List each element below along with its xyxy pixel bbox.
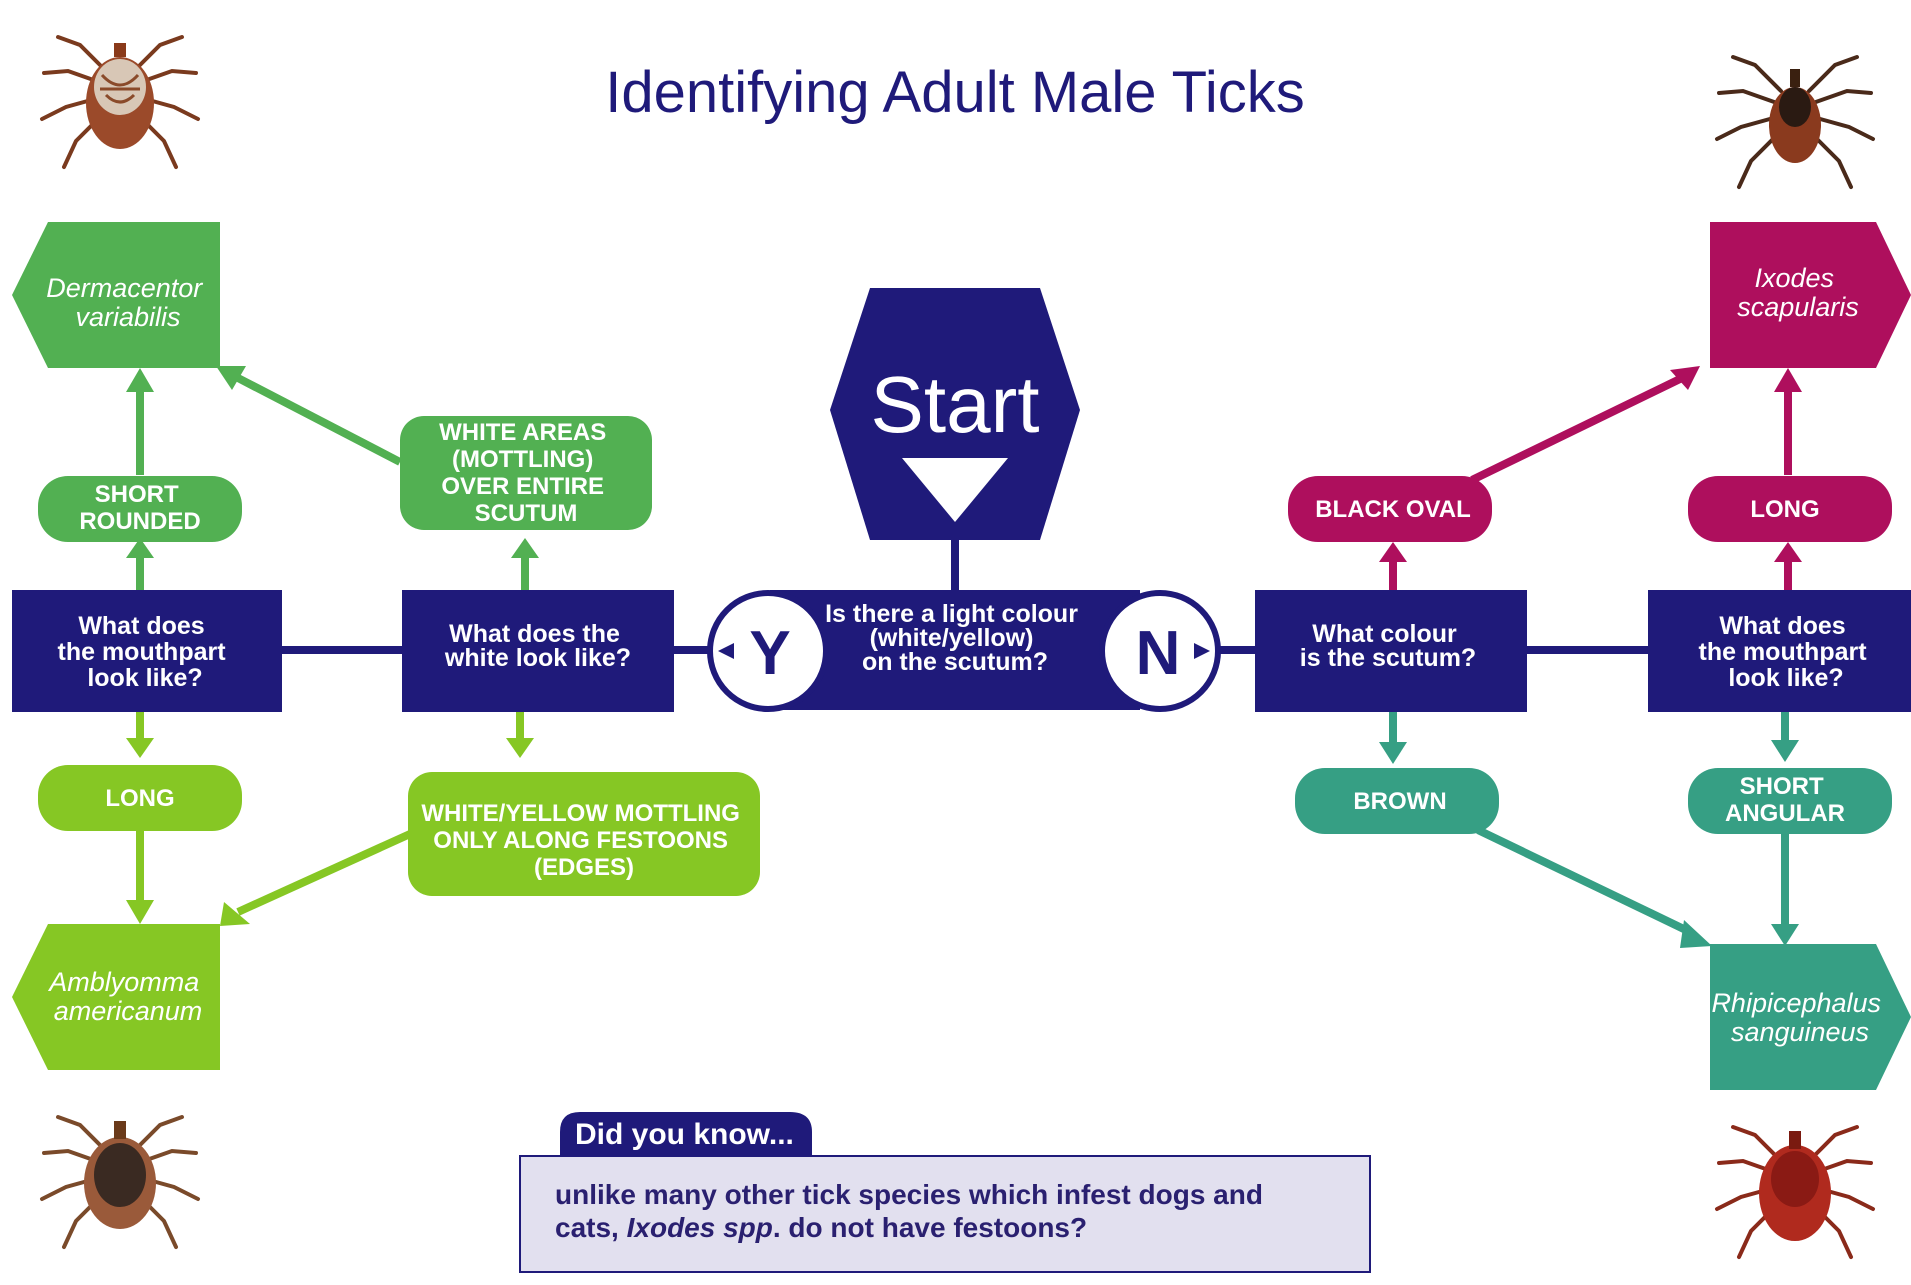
species-amblyomma-americanum[interactable]: Amblyomma americanum [12, 924, 220, 1070]
answer-line: BLACK OVAL [1315, 496, 1471, 523]
short-angular-answer[interactable]: SHORT ANGULAR [1688, 768, 1892, 834]
answer-line: SCUTUM [475, 500, 578, 527]
yellow-mottling-answer[interactable]: WHITE/YELLOW MOTTLING ONLY ALONG FESTOON… [408, 772, 760, 896]
down-triangle-icon [902, 458, 1008, 522]
svg-text:What does the mouthpart: What does the mouthpart look like? [58, 612, 233, 692]
question-line: the mouthpart [1699, 638, 1868, 666]
yes-button[interactable]: Y [707, 590, 829, 712]
answer-line: WHITE AREAS [439, 419, 606, 446]
answer-line: LONG [1750, 496, 1819, 523]
question-line: look like? [1728, 664, 1843, 692]
left-long-answer[interactable]: LONG [38, 765, 242, 831]
start-node[interactable]: Start [830, 288, 1080, 540]
black-oval-answer[interactable]: BLACK OVAL [1288, 476, 1492, 542]
svg-text:SHORT ANGULAR: SHORT ANGULAR [1725, 773, 1845, 827]
did-you-know-label: Did you know... [575, 1118, 794, 1151]
did-you-know-italic: Ixodes spp [627, 1212, 773, 1243]
tick-amblyomma-icon [40, 1115, 200, 1249]
svg-text:Dermacentor variabilis: Dermacentor variabilis [46, 273, 210, 332]
question-line: on the scutum? [862, 648, 1048, 676]
start-label: Start [871, 360, 1040, 449]
svg-text:What does the white look: What does the white look like? [444, 620, 631, 672]
answer-line: ONLY ALONG FESTOONS [433, 827, 728, 854]
arrow-left-icon [718, 643, 734, 659]
no-label: N [1136, 619, 1181, 688]
species-line: sanguineus [1731, 1017, 1869, 1047]
question-line: is the scutum? [1300, 644, 1476, 672]
left-mouthpart-question[interactable]: What does the mouthpart look like? [12, 590, 282, 712]
svg-text:SHORT ROUNDED: SHORT ROUNDED [79, 481, 200, 535]
svg-text:WHITE/YELLOW MOTTLING ON: WHITE/YELLOW MOTTLING ONLY ALONG FESTOON… [421, 800, 746, 881]
tick-ixodes-icon [1715, 55, 1875, 189]
did-you-know-text: . do not have festoons? [773, 1212, 1087, 1243]
svg-text:Rhipicephalus sanguineus: Rhipicephalus sanguineus [1711, 988, 1888, 1047]
brown-answer[interactable]: BROWN [1295, 768, 1499, 834]
svg-text:What does the mouthpart: What does the mouthpart look like? [1699, 612, 1874, 692]
answer-line: SHORT [95, 481, 179, 508]
question-line: What does [78, 612, 204, 640]
right-mouthpart-question[interactable]: What does the mouthpart look like? [1648, 590, 1911, 712]
light-colour-question[interactable]: Is there a light colour (white/yellow) o… [770, 590, 1140, 710]
white-look-question[interactable]: What does the white look like? [402, 590, 674, 712]
right-long-answer[interactable]: LONG [1688, 476, 1892, 542]
question-line: white look like? [444, 644, 631, 672]
did-you-know-text: cats, [555, 1212, 627, 1243]
arrow-right-icon [1194, 643, 1210, 659]
svg-text:unlike many other tick species: unlike many other tick species which inf… [555, 1179, 1271, 1243]
yes-label: Y [749, 619, 790, 688]
did-you-know-text: unlike many other tick species which inf… [555, 1179, 1263, 1210]
no-button[interactable]: N [1099, 590, 1221, 712]
species-line: scapularis [1737, 292, 1859, 322]
did-you-know-panel: Did you know... unlike many other tick s… [519, 1112, 1371, 1273]
arrowheads [126, 366, 1802, 948]
answer-line: BROWN [1353, 788, 1446, 815]
answer-line: (EDGES) [534, 854, 634, 881]
question-line: the mouthpart [58, 638, 227, 666]
answer-line: WHITE/YELLOW MOTTLING [421, 800, 740, 827]
svg-text:What colour is the scutu: What colour is the scutum? [1300, 620, 1476, 672]
connectors [12, 374, 1900, 936]
answer-line: ANGULAR [1725, 800, 1845, 827]
species-line: americanum [54, 996, 203, 1026]
tick-rhipicephalus-icon [1715, 1125, 1875, 1259]
species-line: Rhipicephalus [1711, 988, 1881, 1018]
page-title: Identifying Adult Male Ticks [605, 60, 1305, 125]
species-line: variabilis [75, 302, 180, 332]
answer-line: (MOTTLING) [452, 446, 593, 473]
scutum-colour-question[interactable]: What colour is the scutum? [1255, 590, 1527, 712]
question-line: What colour [1312, 620, 1457, 648]
species-rhipicephalus-sanguineus[interactable]: Rhipicephalus sanguineus [1710, 944, 1911, 1090]
svg-text:WHITE AREAS (MOTTLING): WHITE AREAS (MOTTLING) OVER ENTIRE SCUTU… [439, 419, 613, 527]
white-areas-answer[interactable]: WHITE AREAS (MOTTLING) OVER ENTIRE SCUTU… [400, 416, 652, 530]
svg-text:Is there a light colour: Is there a light colour (white/yellow) o… [825, 600, 1085, 676]
svg-text:Ixodes scapularis: Ixodes scapularis [1737, 263, 1859, 322]
tick-dermacentor-icon [40, 35, 200, 169]
answer-line: SHORT [1740, 773, 1824, 800]
species-line: Dermacentor [46, 273, 203, 303]
species-dermacentor-variabilis[interactable]: Dermacentor variabilis [12, 222, 220, 368]
species-line: Amblyomma [47, 967, 199, 997]
question-line: (white/yellow) [870, 624, 1034, 652]
species-line: Ixodes [1754, 263, 1834, 293]
answer-line: ROUNDED [79, 508, 200, 535]
answer-line: LONG [105, 785, 174, 812]
question-line: What does [1719, 612, 1845, 640]
answer-line: OVER ENTIRE [441, 473, 604, 500]
question-line: look like? [87, 664, 202, 692]
short-rounded-answer[interactable]: SHORT ROUNDED [38, 476, 242, 542]
species-ixodes-scapularis[interactable]: Ixodes scapularis [1710, 222, 1911, 368]
question-line: What does the [449, 620, 620, 648]
svg-text:Amblyomma americanum: Amblyomma americanum [47, 967, 207, 1026]
